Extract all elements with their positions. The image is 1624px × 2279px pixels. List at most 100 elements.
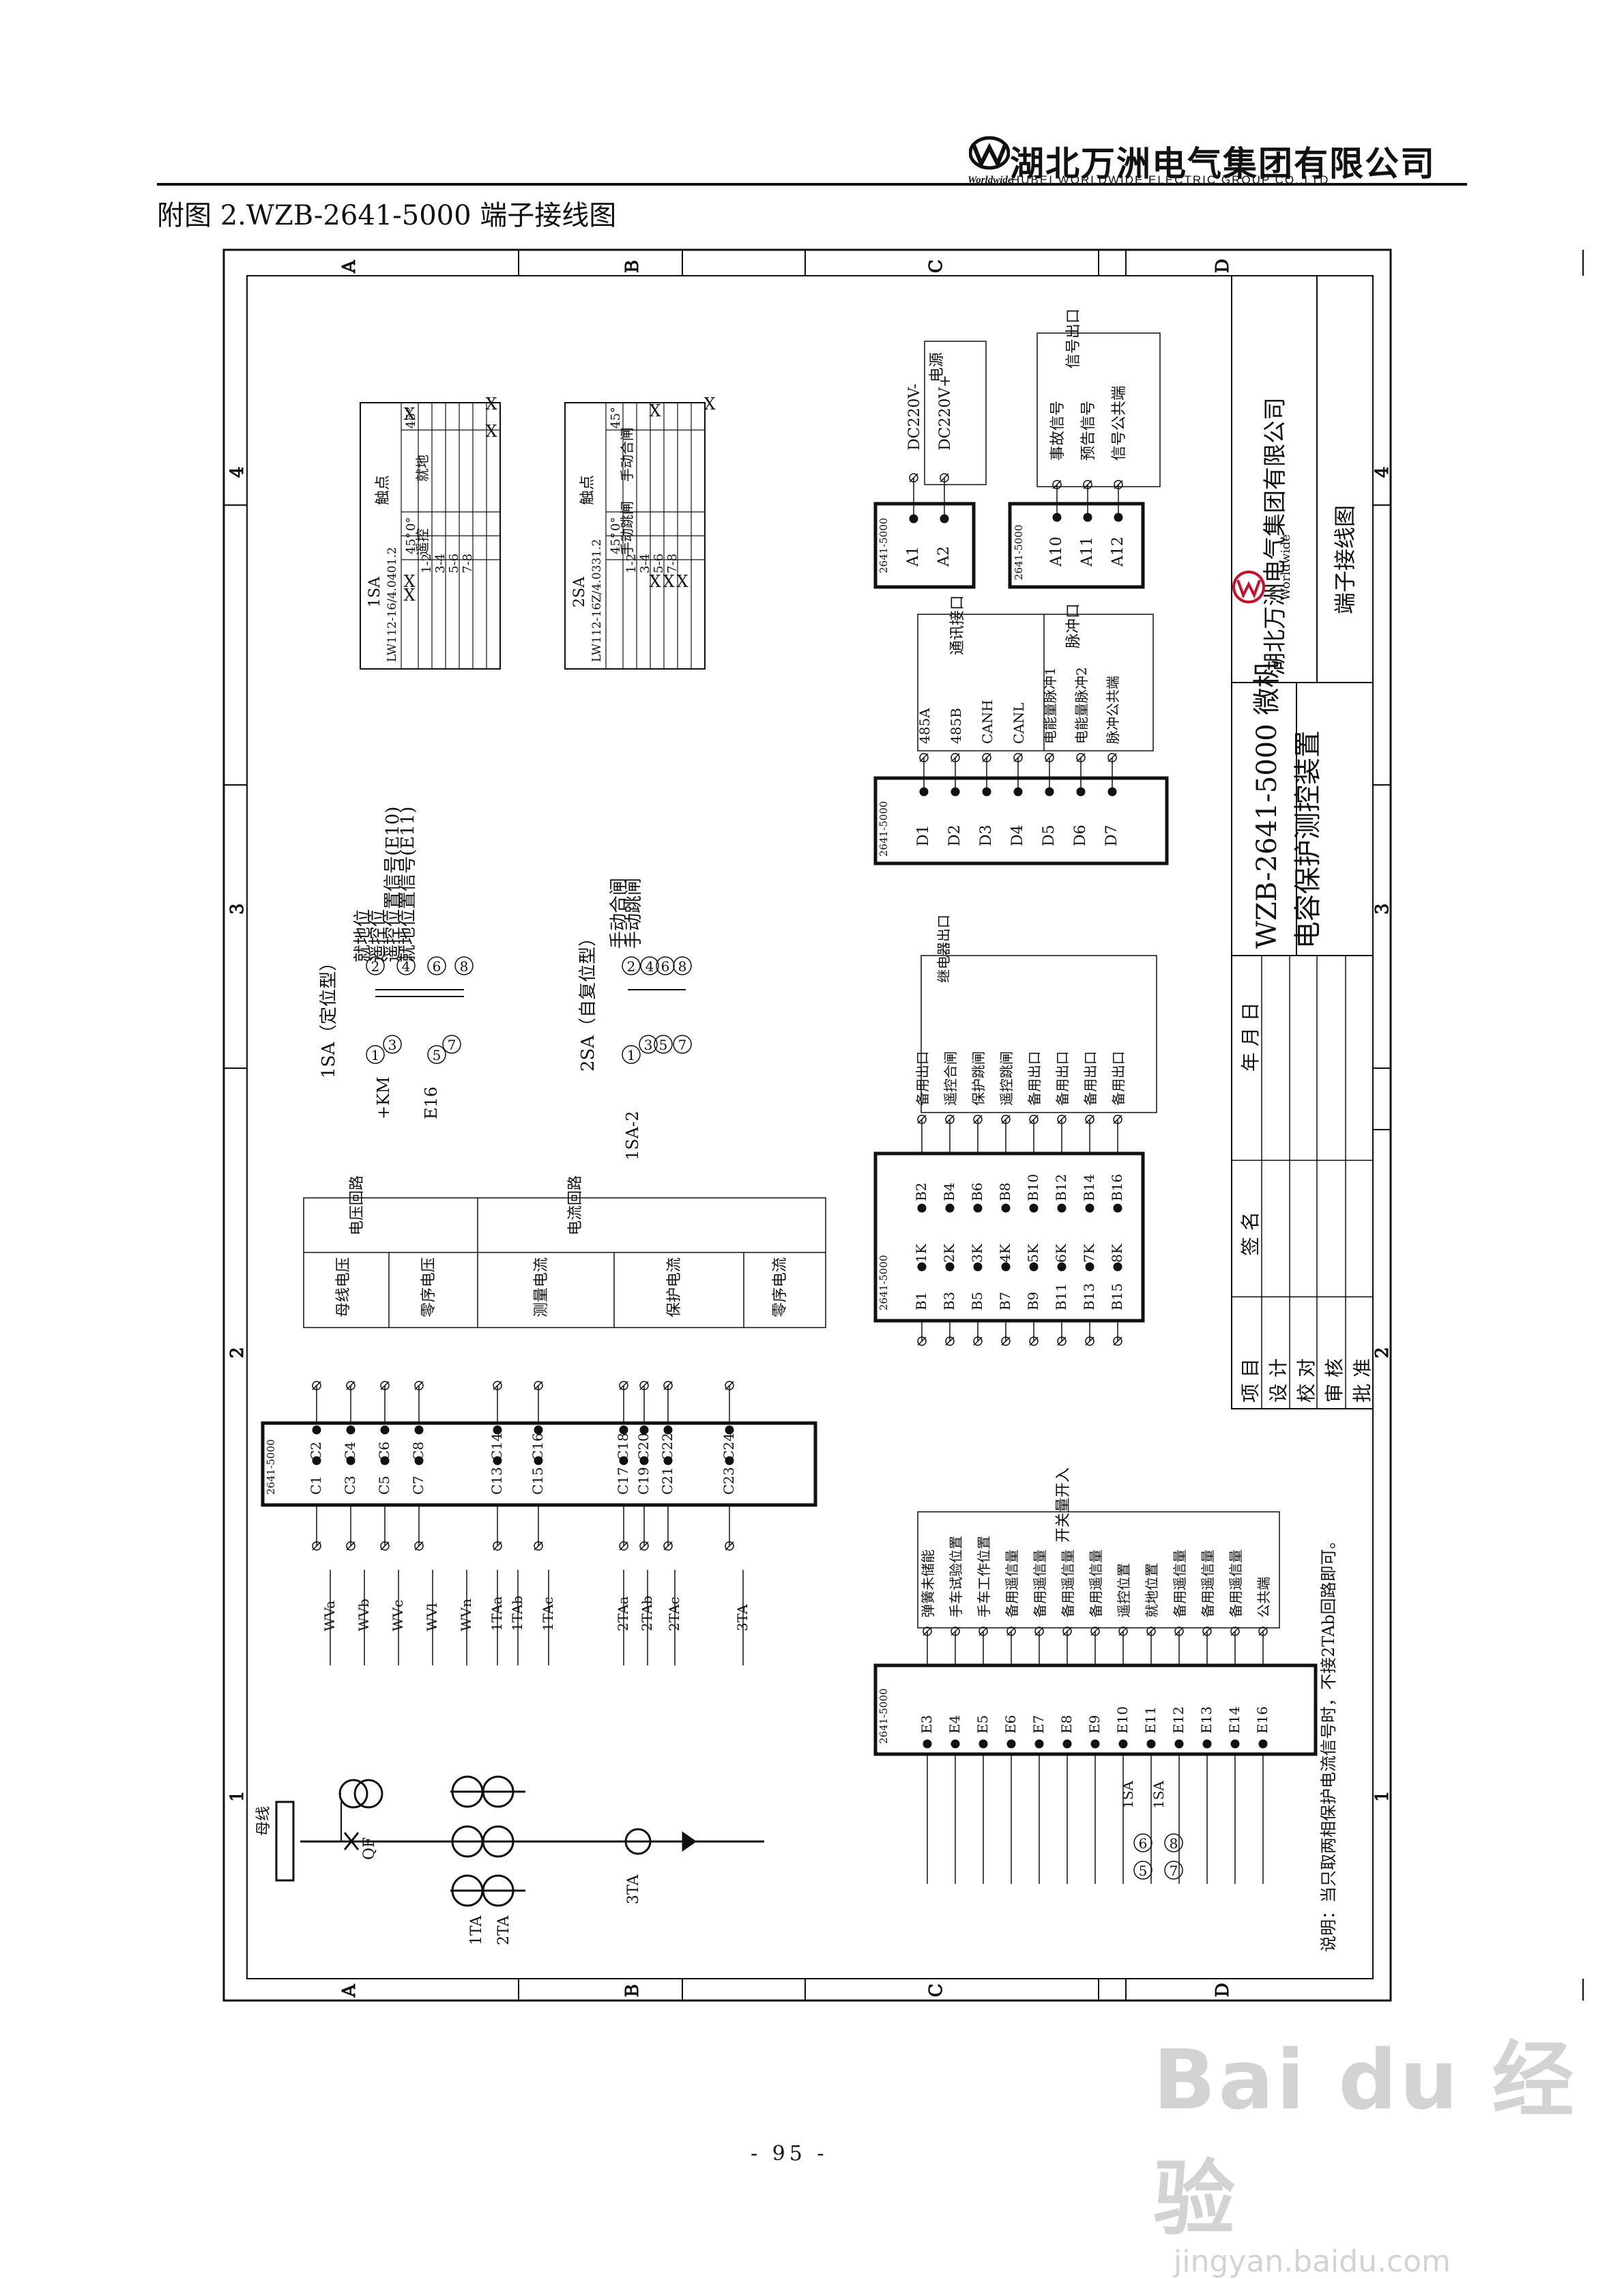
terminal-slash — [1001, 1336, 1011, 1346]
input-label: WVc — [390, 1600, 406, 1631]
title-date-label: 年 月 日 — [1239, 1002, 1262, 1072]
terminal-dot — [312, 1425, 321, 1435]
sw1-angle: 45° — [404, 532, 418, 554]
terminal-label: B7 — [997, 1292, 1013, 1310]
sw1-name: 1SA — [366, 576, 383, 607]
contact-circle — [1164, 1861, 1183, 1880]
terminal-desc: 备用遥信量 — [1172, 1549, 1188, 1618]
terminal-mark — [1118, 1626, 1128, 1636]
terminal-slash — [663, 1541, 673, 1551]
contact-number: 6 — [433, 958, 441, 975]
terminal-label: C23 — [721, 1467, 737, 1495]
terminal-mark — [1034, 1626, 1044, 1636]
terminal-desc: 备用遥信量 — [1228, 1549, 1244, 1618]
terminal-dot — [1107, 787, 1117, 797]
terminal-label: C1 — [308, 1476, 324, 1495]
sw1-input-label: +KM — [374, 1076, 393, 1119]
contact-circle — [622, 956, 641, 975]
terminal-desc: 就地位置 — [1144, 1563, 1160, 1618]
terminal-label: A12 — [1110, 536, 1127, 567]
sw1-row: 7-8 — [461, 554, 475, 573]
terminal-dot — [1146, 1739, 1156, 1749]
company-logo — [969, 136, 1010, 170]
terminal-mark — [945, 1336, 955, 1346]
terminal-dot — [1052, 513, 1062, 522]
group-label: 测量电流 — [533, 1257, 550, 1317]
title-logo — [1232, 571, 1265, 603]
title-row-label: 设 计 — [1267, 1358, 1290, 1403]
terminal-desc: CANL — [1011, 702, 1027, 744]
terminal-desc: 事故信号 — [1049, 401, 1067, 461]
module-tag: 2641-5000 — [878, 801, 890, 857]
terminal-dot — [1258, 1739, 1268, 1749]
terminal-slash — [639, 1541, 649, 1551]
terminal-label: C20 — [635, 1433, 652, 1461]
terminal-label: E4 — [946, 1715, 963, 1734]
sw2-angle: 0° — [609, 517, 623, 531]
header-rule — [157, 183, 1467, 186]
terminal-slash — [973, 1115, 983, 1124]
sw2-pos-label: 手动合闸 — [619, 427, 635, 482]
terminal-slash — [1202, 1626, 1212, 1636]
terminal-dot — [639, 1456, 649, 1465]
terminal-slash — [1052, 480, 1062, 489]
sw2-diagram-title: 2SA（自复位型） — [578, 929, 598, 1072]
terminal-label: B8 — [997, 1183, 1013, 1201]
terminal-slash — [414, 1541, 424, 1551]
terminal-desc: 信号公共端 — [1111, 386, 1128, 461]
relay-label: 4K — [997, 1243, 1013, 1263]
terminal-mark — [725, 1381, 734, 1390]
relay-label: 7K — [1081, 1243, 1097, 1263]
terminal-label: D7 — [1103, 825, 1120, 846]
terminal-label: E3 — [918, 1715, 935, 1734]
contact-number: 3 — [644, 1037, 653, 1053]
terminal-dot — [923, 1739, 932, 1749]
terminal-desc: 电能量脉冲1 — [1042, 667, 1058, 744]
terminal-mark — [1085, 1115, 1094, 1124]
terminal-slash — [917, 1336, 927, 1346]
contact-circle — [1164, 1833, 1183, 1852]
contact-number: 7 — [448, 1037, 456, 1053]
terminal-slash — [1029, 1336, 1039, 1346]
cross-mark: X — [676, 572, 688, 591]
contact-number: 5 — [659, 1037, 668, 1053]
terminal-desc: 485B — [948, 708, 964, 744]
zone-letter: B — [622, 260, 643, 273]
sw1-pos-label: 就地 — [414, 455, 431, 482]
terminal-slash — [1146, 1626, 1156, 1636]
arrow-head — [682, 1831, 697, 1852]
group-label: 脉冲口 — [1065, 603, 1082, 648]
terminal-desc: 预告信号 — [1080, 401, 1097, 461]
terminal-mark — [1174, 1626, 1184, 1636]
sw2-diagram-label: 手动合闸 — [609, 878, 629, 949]
terminal-slash — [1107, 753, 1117, 762]
zone-letter: C — [926, 1983, 946, 1997]
terminal-desc: 备用出口 — [914, 1051, 931, 1106]
terminal-slash — [639, 1381, 649, 1390]
terminal-dot — [1057, 1262, 1067, 1272]
terminal-slash — [312, 1381, 321, 1390]
contact-circle — [454, 956, 474, 975]
terminal-mark — [1146, 1626, 1156, 1636]
contact-circle — [1133, 1861, 1152, 1880]
terminal-dot — [1006, 1739, 1016, 1749]
terminal-mark — [923, 1626, 932, 1636]
terminal-slash — [1113, 1336, 1122, 1346]
terminal-label: A1 — [905, 546, 922, 567]
terminal-label: B10 — [1025, 1174, 1041, 1201]
signal-label-box — [1036, 332, 1161, 487]
terminal-desc: 脉冲公共端 — [1105, 676, 1121, 744]
terminal-mark — [1083, 480, 1092, 489]
terminal-mark — [619, 1381, 628, 1390]
terminal-desc: 手车工作位置 — [976, 1536, 992, 1618]
zone-number: 3 — [1372, 903, 1393, 915]
zone-number: 1 — [1372, 1790, 1393, 1802]
sw1-row: 5-6 — [447, 554, 461, 573]
terminal-mark — [1052, 480, 1062, 489]
module-tag: 2641-5000 — [1013, 525, 1025, 580]
terminal-dot — [1113, 1262, 1122, 1272]
terminal-slash — [1062, 1626, 1072, 1636]
terminal-mark — [1258, 1626, 1268, 1636]
binary-label-box — [917, 1511, 1280, 1629]
